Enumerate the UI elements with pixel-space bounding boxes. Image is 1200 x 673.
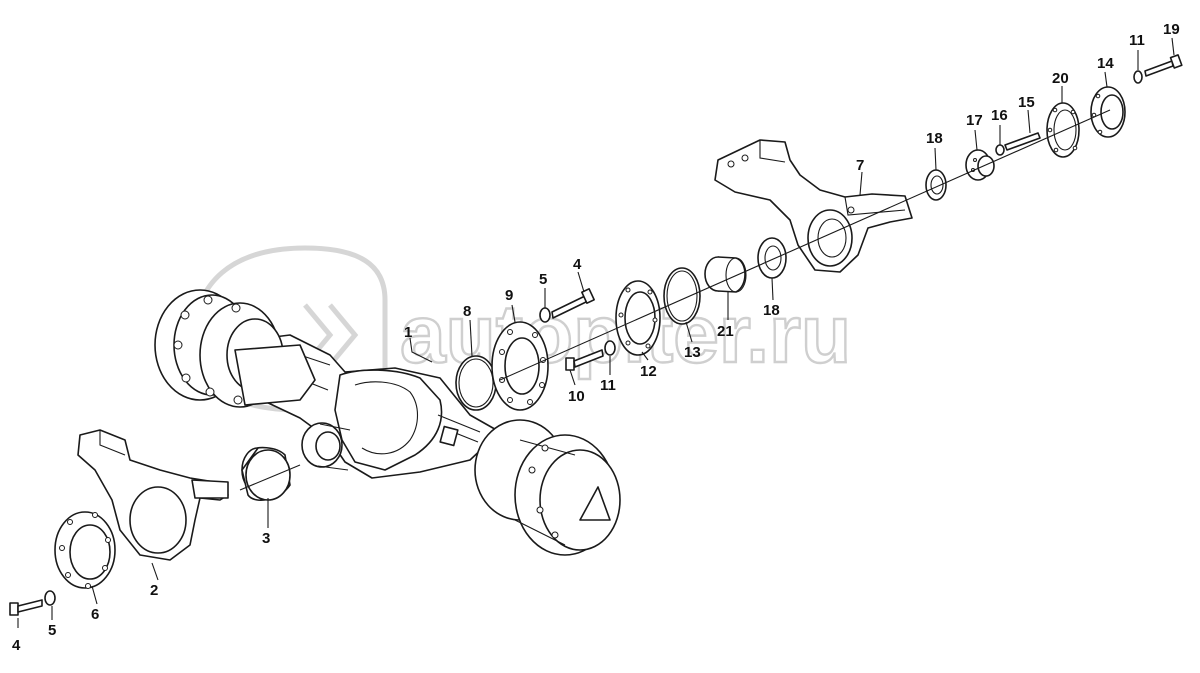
callout-6: 6 bbox=[91, 606, 99, 623]
callout-7: 7 bbox=[856, 157, 864, 174]
callout-2: 2 bbox=[150, 582, 158, 599]
callout-16: 16 bbox=[991, 107, 1008, 124]
callout-18-upper: 18 bbox=[926, 130, 943, 147]
washer-11-lower bbox=[604, 340, 616, 356]
callout-labels: 1 2 3 4 4 5 5 6 7 8 9 10 11 11 12 13 14 … bbox=[12, 21, 1180, 654]
callout-14: 14 bbox=[1097, 55, 1114, 72]
leader-lines bbox=[17, 37, 1175, 628]
callout-15: 15 bbox=[1018, 94, 1035, 111]
callout-5-upper: 5 bbox=[539, 271, 547, 288]
stud-15 bbox=[1004, 132, 1041, 151]
right-mounting-bracket bbox=[714, 139, 913, 273]
callout-13: 13 bbox=[684, 344, 701, 361]
callout-11-upper: 11 bbox=[1129, 32, 1145, 49]
gasket-12 bbox=[615, 280, 661, 356]
nut-16 bbox=[995, 144, 1005, 156]
bolt-19 bbox=[1144, 54, 1183, 77]
bushing-21 bbox=[704, 256, 747, 293]
callout-3: 3 bbox=[262, 530, 270, 547]
bolt-4-left bbox=[9, 599, 43, 616]
bushing-3 bbox=[241, 446, 291, 501]
flange-plate-9 bbox=[491, 321, 549, 411]
flange-14 bbox=[1090, 86, 1126, 138]
left-mounting-bracket bbox=[77, 429, 229, 561]
callout-1: 1 bbox=[404, 324, 412, 341]
callout-19: 19 bbox=[1163, 21, 1180, 38]
callout-12: 12 bbox=[640, 363, 657, 380]
flange-ring-6 bbox=[54, 511, 116, 589]
input-flange bbox=[301, 422, 351, 471]
callout-17: 17 bbox=[966, 112, 983, 129]
callout-8: 8 bbox=[463, 303, 471, 320]
bolt-10 bbox=[565, 349, 604, 371]
callout-11-lower: 11 bbox=[600, 377, 616, 394]
thrust-washer-18-upper bbox=[925, 169, 947, 201]
washer-5-upper bbox=[539, 307, 551, 323]
washer-11-upper bbox=[1133, 70, 1143, 84]
callout-4-lower: 4 bbox=[12, 637, 21, 654]
assembly-axis-lines bbox=[239, 109, 1111, 491]
right-wheel-hub bbox=[474, 419, 621, 556]
flanged-hub-17 bbox=[965, 149, 995, 181]
callout-20: 20 bbox=[1052, 70, 1069, 87]
o-ring-8 bbox=[455, 355, 497, 411]
callout-4-upper: 4 bbox=[573, 256, 582, 273]
callout-18-lower: 18 bbox=[763, 302, 780, 319]
washer-5-left bbox=[44, 590, 56, 606]
gasket-20 bbox=[1046, 102, 1080, 158]
callout-10: 10 bbox=[568, 388, 585, 405]
callout-9: 9 bbox=[505, 287, 513, 304]
o-ring-13 bbox=[663, 267, 701, 325]
bolt-4-upper bbox=[551, 288, 595, 319]
callout-5-lower: 5 bbox=[48, 622, 56, 639]
left-wheel-hub bbox=[154, 289, 316, 408]
thrust-washer-18-lower bbox=[757, 237, 787, 279]
callout-21: 21 bbox=[717, 323, 734, 340]
